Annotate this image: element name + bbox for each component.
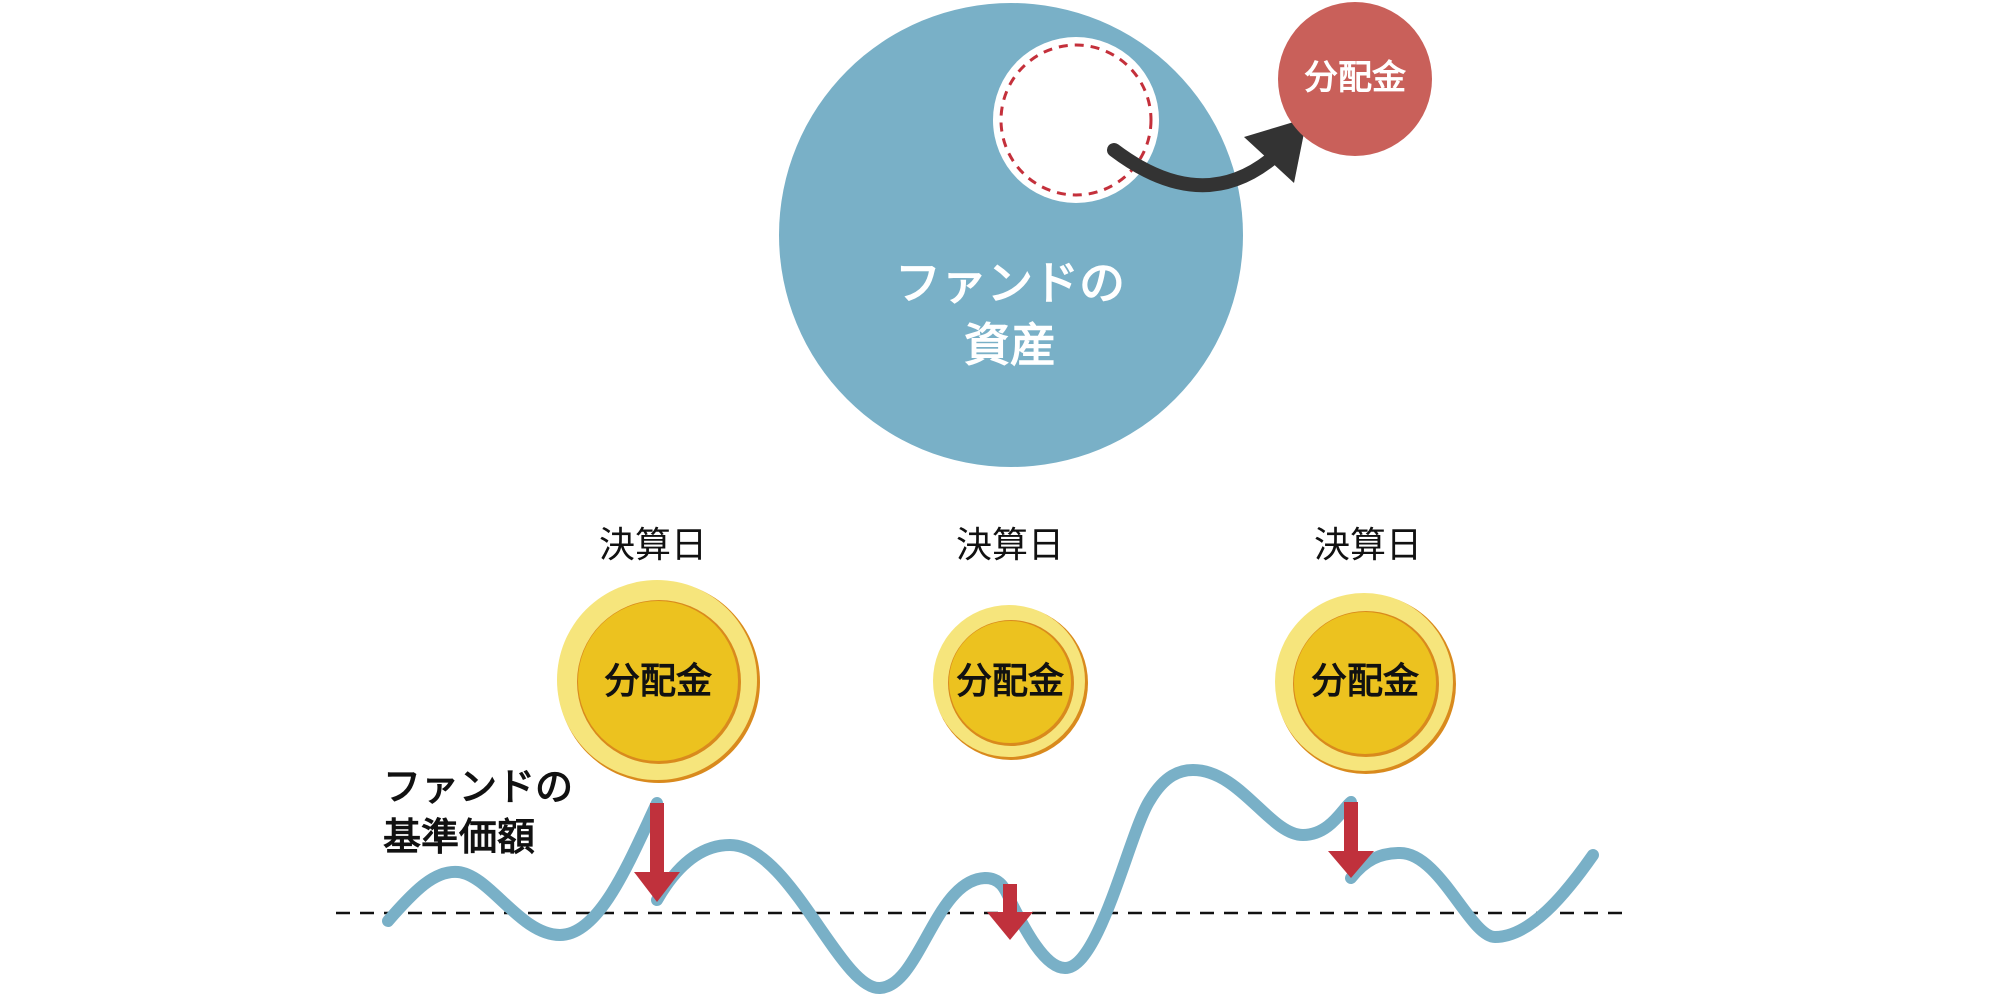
nav-label-line2: 基準価額 (383, 815, 536, 859)
settlement-day-label: 決算日 (598, 525, 707, 566)
fund-asset-label-line1: ファンドの (895, 256, 1125, 310)
coin-icon (557, 580, 760, 783)
curved-arrow-icon (1107, 143, 1277, 193)
coin-label: 分配金 (955, 661, 1064, 702)
coin-icon (933, 605, 1088, 760)
coin-label: 分配金 (603, 661, 712, 702)
arrow-head-icon (1244, 118, 1307, 183)
fund-asset-label-line2: 資産 (964, 318, 1056, 372)
distribution-label: 分配金 (1304, 58, 1406, 98)
drop-arrow-icon (1328, 802, 1374, 878)
drop-arrow-icon (987, 884, 1033, 940)
withdrawn-portion-dashed-border (999, 43, 1153, 197)
settlement-day-label: 決算日 (1313, 525, 1422, 566)
coin-icon (1275, 593, 1456, 774)
settlement-day-label: 決算日 (955, 525, 1064, 566)
distribution-circle (1278, 2, 1432, 156)
nav-label-line1: ファンドの (383, 765, 574, 809)
withdrawn-portion-circle (993, 37, 1159, 203)
drop-arrow-icon (634, 803, 680, 902)
coin-label: 分配金 (1310, 661, 1419, 702)
